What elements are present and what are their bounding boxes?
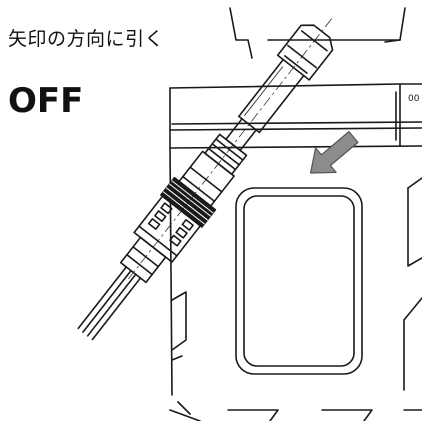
fitting-hex-head	[276, 24, 334, 81]
device-housing: 00	[169, 83, 422, 396]
fitting-lock-nut	[204, 133, 248, 176]
housing-bottom-vents	[169, 401, 422, 421]
pull-direction-arrow	[309, 131, 359, 174]
fitting-upper-body	[238, 58, 305, 134]
state-label: OFF	[8, 81, 84, 121]
device-top-mount	[229, 7, 406, 59]
svg-text:00: 00	[408, 94, 420, 104]
pipe-fitting-assembly	[77, 18, 334, 341]
fitting-release-sleeve	[133, 195, 202, 263]
housing-window-panel	[235, 187, 363, 375]
fitting-tubes	[77, 266, 142, 341]
instruction-text: 矢印の方向に引く	[8, 28, 165, 50]
housing-side-ribs	[171, 177, 422, 391]
fitting-center-axis	[128, 18, 332, 280]
